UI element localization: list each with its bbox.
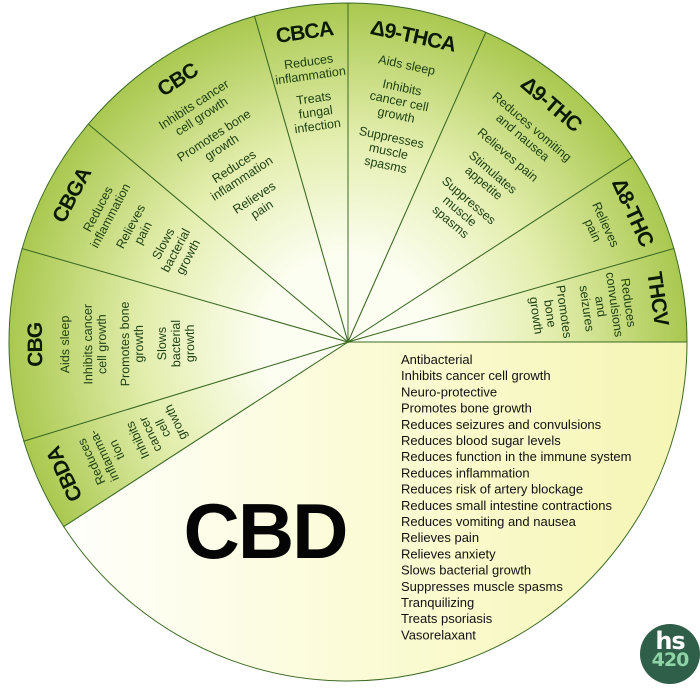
segment-title: CBG (24, 322, 47, 367)
benefit-line: and (592, 295, 609, 318)
cbd-benefit: Reduces small intestine contractions (401, 498, 612, 513)
cbd-benefit: Antibacterial (401, 352, 473, 367)
benefit-line: Slows (155, 327, 169, 360)
logo-top-text: hs (655, 627, 685, 655)
benefit-line: growth (527, 296, 546, 335)
benefit-line: Reduces (283, 51, 334, 72)
cbd-benefit: Vasorelaxant (401, 627, 476, 642)
hs420-logo: hs 420 (640, 624, 700, 684)
benefit-line: Reduces (618, 277, 639, 328)
benefit-line: Aids sleep (58, 316, 73, 374)
benefit-line: growth (183, 325, 197, 363)
cbd-benefit: Neuro-protective (401, 384, 497, 399)
cbd-benefit: Suppresses muscle spasms (401, 579, 563, 594)
cbd-benefit: Reduces blood sugar levels (401, 433, 561, 448)
cbd-benefit: Slows bacterial growth (401, 563, 531, 578)
wedge-cbga (21, 123, 349, 343)
wedge-delta9-thc (346, 31, 634, 344)
wedge-cbg (8, 247, 350, 442)
cbd-benefit: Inhibits cancer cell growth (401, 368, 551, 383)
segment-cbca: CBCAReducesinflammationTreatsfungalinfec… (274, 17, 346, 136)
wedge-cbd (62, 341, 688, 682)
benefit-line: infection (294, 116, 342, 136)
wedge-thcv (347, 247, 688, 343)
benefit-line: Inhibits cancer (81, 304, 96, 385)
benefit-line: bacterial (169, 320, 183, 367)
cbd-benefit: Relieves pain (401, 530, 479, 545)
segment-thcv: THCVReducesconvulsionsandseizuresPromote… (527, 270, 673, 339)
segment-title-cbd: CBD (184, 487, 347, 575)
benefit-line: bone (541, 299, 559, 329)
wedge-delta9-thca (347, 2, 487, 343)
benefit-line: cell growth (95, 314, 110, 374)
benefit-line: Promotes bone (118, 301, 133, 386)
logo-bottom-text: 420 (651, 649, 690, 671)
benefit-line: growth (132, 325, 146, 363)
cbd-benefit: Tranquilizing (401, 595, 474, 610)
wedge-cbc (87, 15, 349, 344)
cbd-benefit: Reduces inflammation (401, 465, 530, 480)
cbd-benefit: Promotes bone growth (401, 401, 532, 416)
cbd-benefit: Relieves anxiety (401, 546, 496, 561)
benefit-line: seizures (576, 284, 596, 332)
benefit-line: Treats (295, 89, 332, 108)
cbd-benefit: Reduces risk of artery blockage (401, 482, 583, 497)
cbd-benefit: Reduces vomiting and nausea (401, 514, 577, 529)
cbd-benefit: Reduces function in the immune system (401, 449, 632, 464)
benefit-line: fungal (298, 103, 334, 122)
cbd-benefit: Reduces seizures and convulsions (401, 417, 602, 432)
cbd-benefit: Treats psoriasis (401, 611, 493, 626)
